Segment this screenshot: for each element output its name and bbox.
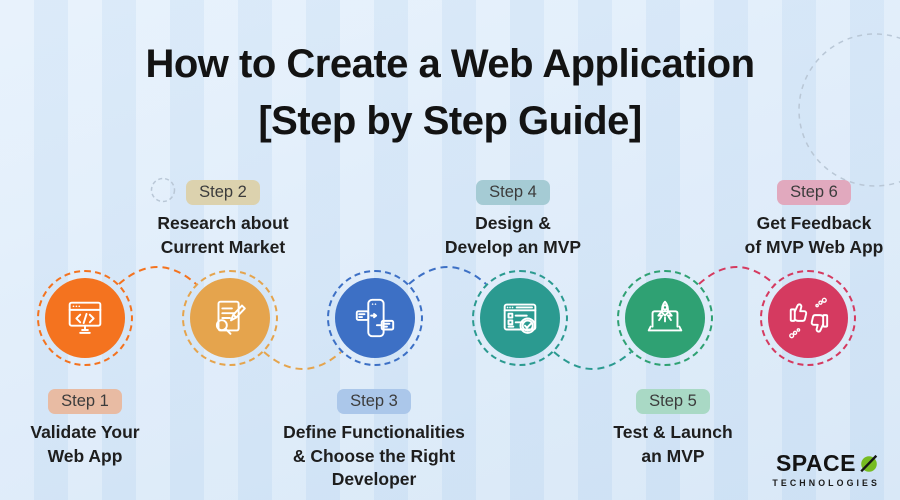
- step-5-circle-fill: [625, 278, 705, 358]
- laptop-rocket-icon: [647, 300, 683, 332]
- step-5-circle: [617, 270, 713, 366]
- step-1-label-group: Step 1 Validate Your Web App: [0, 389, 185, 468]
- step-6-circle: [760, 270, 856, 366]
- monitor-code-icon: [68, 301, 102, 334]
- connector-step2-step3: [263, 351, 342, 370]
- step-5-label: Test & Launch an MVP: [613, 422, 733, 466]
- step-2-label: Research about Current Market: [157, 213, 289, 257]
- connector-step3-step4: [408, 266, 487, 285]
- logo-brand-text: SPACE: [775, 450, 856, 476]
- step-2-label-group: Step 2 Research about Current Market: [123, 180, 323, 259]
- step-6-label: Get Feedback of MVP Web App: [744, 213, 884, 257]
- step-2-circle: [182, 270, 278, 366]
- slashed-circle-icon: [860, 454, 878, 472]
- title-line-1: How to Create a Web Application: [145, 42, 755, 86]
- step-1-label: Validate Your Web App: [30, 422, 140, 466]
- logo-sub-text: TECHNOLOGIES: [772, 478, 880, 488]
- step-1-circle-fill: [45, 278, 125, 358]
- spaceo-logo: SPACE TECHNOLOGIES: [772, 450, 880, 488]
- step-3-circle-fill: [335, 278, 415, 358]
- connector-step4-step5: [553, 351, 632, 370]
- step-5-label-group: Step 5 Test & Launch an MVP: [573, 389, 773, 468]
- step-3-label: Define Functionalities & Choose the Righ…: [283, 422, 465, 489]
- step-6-label-group: Step 6 Get Feedback of MVP Web App: [714, 180, 900, 259]
- document-research-icon: [215, 300, 246, 335]
- step-3-label-group: Step 3 Define Functionalities & Choose t…: [274, 389, 474, 492]
- step-4-badge: Step 4: [476, 180, 550, 205]
- step-4-label-group: Step 4 Design & Develop an MVP: [413, 180, 613, 259]
- step-4-circle-fill: [480, 278, 560, 358]
- step-1-circle: [37, 270, 133, 366]
- step-3-circle: [327, 270, 423, 366]
- decor-dashed-circle-small: [150, 177, 176, 203]
- thumbs-feedback-icon: [789, 297, 829, 339]
- step-1-badge: Step 1: [48, 389, 122, 414]
- browser-checklist-icon: [503, 303, 537, 334]
- title-line-2: [Step by Step Guide]: [258, 99, 642, 143]
- step-5-badge: Step 5: [636, 389, 710, 414]
- connector-step1-step2: [118, 266, 197, 285]
- step-2-circle-fill: [190, 278, 270, 358]
- phone-flowchart-icon: [355, 298, 395, 338]
- page-title: How to Create a Web Application [Step by…: [0, 36, 900, 150]
- connector-step5-step6: [698, 266, 775, 285]
- step-6-circle-fill: [768, 278, 848, 358]
- step-2-badge: Step 2: [186, 180, 260, 205]
- step-3-badge: Step 3: [337, 389, 411, 414]
- step-4-circle: [472, 270, 568, 366]
- step-4-label: Design & Develop an MVP: [444, 213, 582, 257]
- step-6-badge: Step 6: [777, 180, 851, 205]
